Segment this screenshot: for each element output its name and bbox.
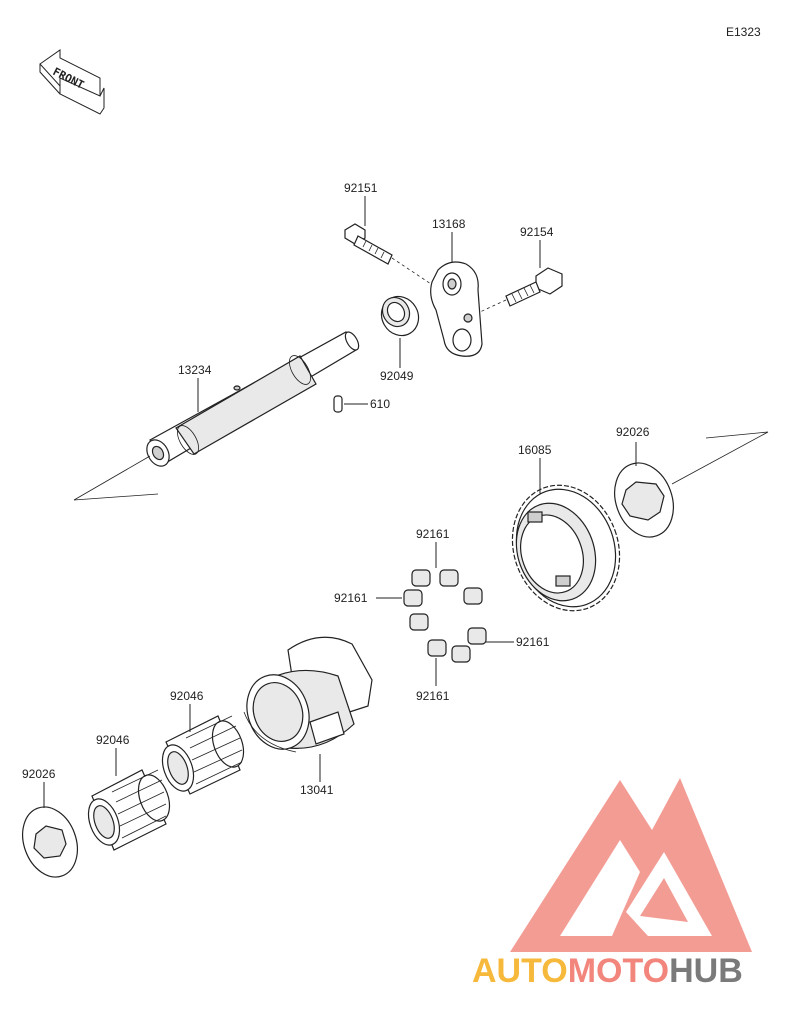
label-92151: 92151 [344,181,378,195]
watermark-text: AUTOMOTOHUB [472,952,743,990]
label-92161-right: 92161 [516,635,550,649]
front-arrow-icon: FRONT [39,49,105,115]
watermark-auto: AUTO [472,952,568,990]
label-13168: 13168 [432,217,466,231]
label-92154: 92154 [520,225,554,239]
lever-13168 [430,261,483,357]
watermark-logo [510,778,752,952]
bolt-92154 [479,267,563,313]
label-610: 610 [370,397,390,411]
needle-bearing-92046-b [87,769,171,851]
diagram-code: E1323 [726,25,761,39]
gear-16085 [511,484,621,612]
oil-seal-92049 [380,295,420,337]
front-label: FRONT [51,65,87,92]
label-13234: 13234 [178,363,212,377]
washer-92026-top [614,431,769,538]
clutch-housing-13041 [243,636,373,753]
label-16085: 16085 [518,443,552,457]
shaft-13234 [73,331,360,501]
needle-bearing-92046-a [161,715,245,795]
pin-610 [333,395,343,413]
label-92161-top: 92161 [416,527,450,541]
label-92161-bottom: 92161 [416,689,450,703]
bolt-92151 [344,223,441,291]
washer-92026-bottom [22,806,78,878]
rollers-92161 [403,569,487,663]
label-92026-bottom: 92026 [22,767,56,781]
label-92161-left: 92161 [334,591,368,605]
label-13041: 13041 [300,783,334,797]
watermark-hub: HUB [669,952,743,990]
label-92026-top: 92026 [616,425,650,439]
label-92046-a: 92046 [170,689,204,703]
watermark-moto: MOTO [568,952,669,990]
label-92046-b: 92046 [96,733,130,747]
label-92049: 92049 [380,369,414,383]
